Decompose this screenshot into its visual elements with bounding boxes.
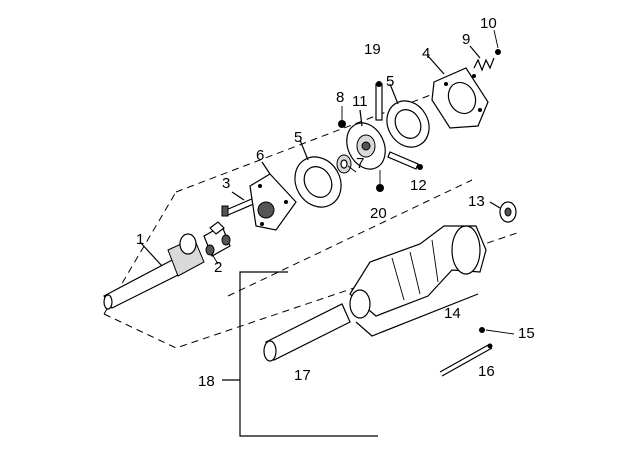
bearing-housing-part-11 (346, 109, 386, 170)
nut-part-10 (493, 29, 501, 55)
pin-part-15 (479, 327, 515, 335)
label-part-3: 3 (222, 175, 230, 192)
stud-part-19 (375, 81, 383, 121)
label-part-10: 10 (480, 15, 497, 32)
drive-shaft-part-1 (103, 233, 205, 310)
boot-part-14 (349, 225, 487, 337)
tube-part-17 (263, 303, 351, 362)
bracket-part-18 (222, 271, 378, 437)
label-part-7: 7 (356, 155, 364, 172)
flange-part-4 (427, 55, 489, 129)
label-part-16: 16 (478, 363, 495, 380)
universal-joint-part-2 (203, 221, 231, 265)
label-part-9: 9 (462, 31, 470, 48)
nut-part-8 (338, 106, 346, 128)
label-part-12: 12 (410, 177, 427, 194)
label-part-5-lower: 5 (294, 129, 302, 146)
label-part-2: 2 (214, 259, 222, 276)
assembly-boundary (103, 79, 521, 349)
label-part-6: 6 (256, 147, 264, 164)
label-part-11: 11 (352, 93, 368, 110)
label-part-18: 18 (198, 373, 215, 390)
label-part-17: 17 (294, 367, 311, 384)
seal-part-7 (336, 154, 357, 174)
gasket-part-5-lower (294, 139, 342, 208)
gasket-part-5-upper (386, 83, 430, 148)
label-part-20: 20 (370, 205, 387, 222)
label-part-19: 19 (364, 41, 381, 58)
cable-tie-part-16 (439, 343, 493, 377)
label-part-8: 8 (336, 89, 344, 106)
label-part-4: 4 (422, 45, 430, 62)
label-part-1: 1 (136, 231, 144, 248)
label-part-14: 14 (444, 305, 461, 322)
label-part-13: 13 (468, 193, 485, 210)
label-part-15: 15 (518, 325, 535, 342)
spring-part-9 (469, 45, 495, 72)
label-part-5-upper: 5 (386, 73, 394, 90)
nut-part-20 (376, 170, 384, 192)
flange-plate-part-6 (249, 161, 297, 231)
clamp-part-13 (489, 201, 517, 223)
bolt-part-12 (387, 151, 423, 170)
